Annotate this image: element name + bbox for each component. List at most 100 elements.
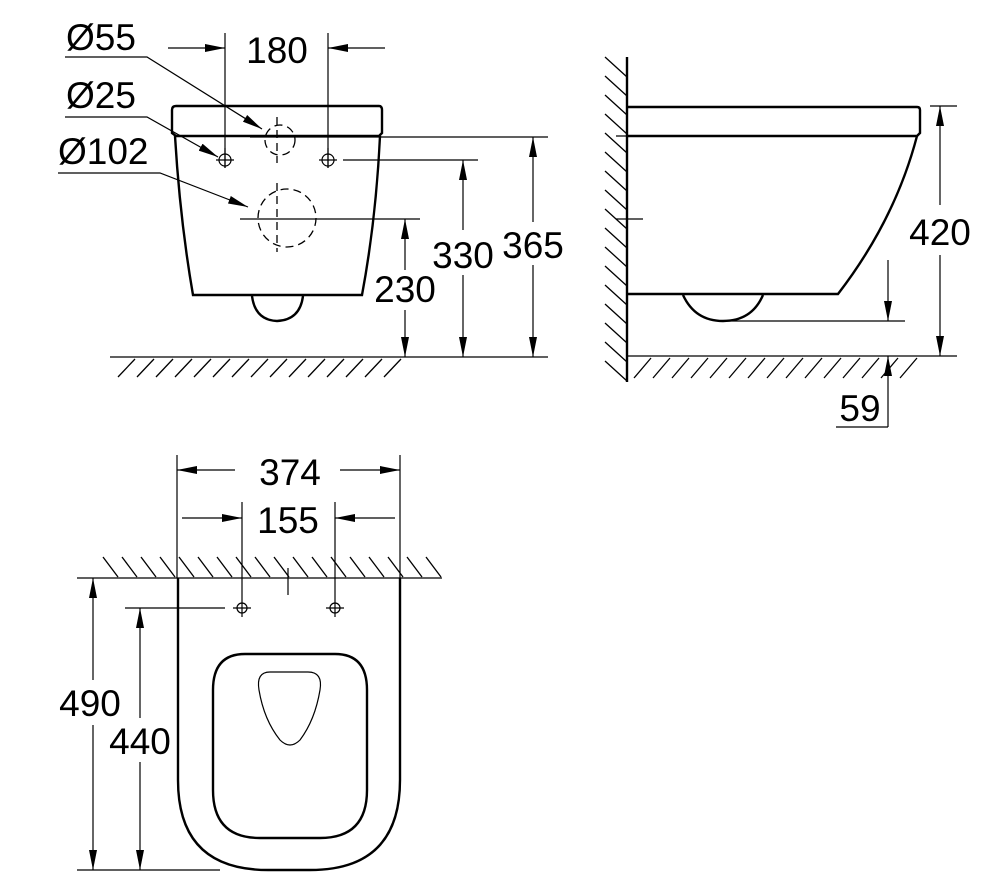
hole-55 bbox=[264, 124, 296, 156]
hatch-stroke bbox=[604, 341, 628, 363]
hatch-stroke bbox=[136, 358, 155, 378]
wall-hatching bbox=[102, 556, 442, 578]
hatch-stroke bbox=[235, 556, 252, 578]
dim-label-330: 330 bbox=[432, 235, 494, 276]
hatch-stroke bbox=[364, 358, 383, 378]
hatch-stroke bbox=[212, 358, 231, 378]
hatch-stroke bbox=[155, 358, 174, 378]
hatch-stroke bbox=[254, 556, 271, 578]
hatch-stroke bbox=[604, 132, 628, 154]
hatch-stroke bbox=[671, 357, 690, 379]
rim-outline bbox=[627, 105, 922, 138]
hatch-stroke bbox=[288, 358, 307, 378]
hatch-stroke bbox=[861, 357, 880, 379]
dim-label-420: 420 bbox=[909, 212, 971, 253]
hatch-stroke bbox=[269, 358, 288, 378]
hatch-stroke bbox=[368, 556, 385, 578]
dim-label-365: 365 bbox=[502, 225, 564, 266]
outlet-side-outline bbox=[681, 294, 765, 323]
hatch-stroke bbox=[604, 94, 628, 116]
hatch-stroke bbox=[880, 357, 899, 379]
hatch-stroke bbox=[231, 358, 250, 378]
hatch-stroke bbox=[604, 246, 628, 268]
dim-label-59: 59 bbox=[839, 388, 880, 429]
hatch-stroke bbox=[311, 556, 328, 578]
leader-dia-55 bbox=[65, 56, 263, 130]
hatch-stroke bbox=[728, 357, 747, 379]
hatch-stroke bbox=[633, 357, 652, 379]
hatch-stroke bbox=[140, 556, 157, 578]
dim-label-180: 180 bbox=[246, 30, 308, 71]
dim-label-490: 490 bbox=[59, 683, 121, 724]
hatch-stroke bbox=[604, 227, 628, 249]
hatch-stroke bbox=[604, 284, 628, 306]
hatch-stroke bbox=[159, 556, 176, 578]
hatch-stroke bbox=[785, 357, 804, 379]
bowl-side-outline bbox=[627, 135, 919, 296]
dim-label-230: 230 bbox=[374, 269, 436, 310]
hatch-stroke bbox=[349, 556, 366, 578]
hatch-stroke bbox=[604, 265, 628, 287]
hatch-stroke bbox=[842, 357, 861, 379]
hatch-stroke bbox=[604, 322, 628, 344]
seat-opening bbox=[257, 671, 322, 746]
hatch-stroke bbox=[117, 358, 136, 378]
hatch-stroke bbox=[604, 151, 628, 173]
hatch-stroke bbox=[604, 170, 628, 192]
hatch-stroke bbox=[178, 556, 195, 578]
hatch-stroke bbox=[406, 556, 423, 578]
hatch-stroke bbox=[174, 358, 193, 378]
hatch-stroke bbox=[652, 357, 671, 379]
hatch-stroke bbox=[747, 357, 766, 379]
fixing-hole-left bbox=[233, 600, 251, 617]
dim-label-440: 440 bbox=[109, 721, 171, 762]
hatch-stroke bbox=[273, 556, 290, 578]
hatch-stroke bbox=[709, 357, 728, 379]
dim-label-155: 155 bbox=[257, 500, 319, 541]
side-view: 420 59 bbox=[604, 56, 971, 429]
floor-hatching bbox=[633, 357, 918, 379]
label-dia-55: Ø55 bbox=[66, 17, 136, 58]
label-dia-102: Ø102 bbox=[58, 131, 149, 172]
outlet-outline bbox=[250, 295, 305, 323]
hatch-stroke bbox=[387, 556, 404, 578]
hatch-stroke bbox=[216, 556, 233, 578]
hatch-stroke bbox=[197, 556, 214, 578]
hatch-stroke bbox=[307, 358, 326, 378]
hatch-stroke bbox=[345, 358, 364, 378]
hatch-stroke bbox=[604, 56, 628, 78]
hatch-stroke bbox=[823, 357, 842, 379]
bowl-body-outline bbox=[173, 135, 382, 297]
hatch-stroke bbox=[604, 75, 628, 97]
front-view: 180 Ø55 Ø25 Ø102 230 330 365 bbox=[58, 17, 564, 378]
hatch-stroke bbox=[292, 556, 309, 578]
top-view: 374 155 490 440 bbox=[59, 452, 442, 872]
hatch-stroke bbox=[102, 556, 119, 578]
hatch-stroke bbox=[690, 357, 709, 379]
hatch-stroke bbox=[330, 556, 347, 578]
hatch-stroke bbox=[899, 357, 918, 379]
hatch-stroke bbox=[193, 358, 212, 378]
bowl-plan-outline bbox=[176, 578, 402, 872]
dim-label-374: 374 bbox=[259, 452, 321, 493]
hatch-stroke bbox=[383, 358, 402, 378]
seat-outline bbox=[211, 652, 369, 840]
hole-102 bbox=[257, 188, 317, 248]
label-dia-25: Ø25 bbox=[66, 75, 136, 116]
hatch-stroke bbox=[121, 556, 138, 578]
floor-hatching bbox=[117, 358, 402, 378]
hatch-stroke bbox=[604, 189, 628, 211]
hatch-stroke bbox=[766, 357, 785, 379]
fixing-hole-right bbox=[326, 600, 344, 617]
hatch-stroke bbox=[250, 358, 269, 378]
hatch-stroke bbox=[604, 303, 628, 325]
hatch-stroke bbox=[425, 556, 442, 578]
leader-dia-25 bbox=[65, 116, 219, 158]
wall-hatching bbox=[604, 56, 628, 382]
hatch-stroke bbox=[804, 357, 823, 379]
hatch-stroke bbox=[604, 113, 628, 135]
leader-dia-102 bbox=[58, 172, 249, 208]
hatch-stroke bbox=[604, 360, 628, 382]
